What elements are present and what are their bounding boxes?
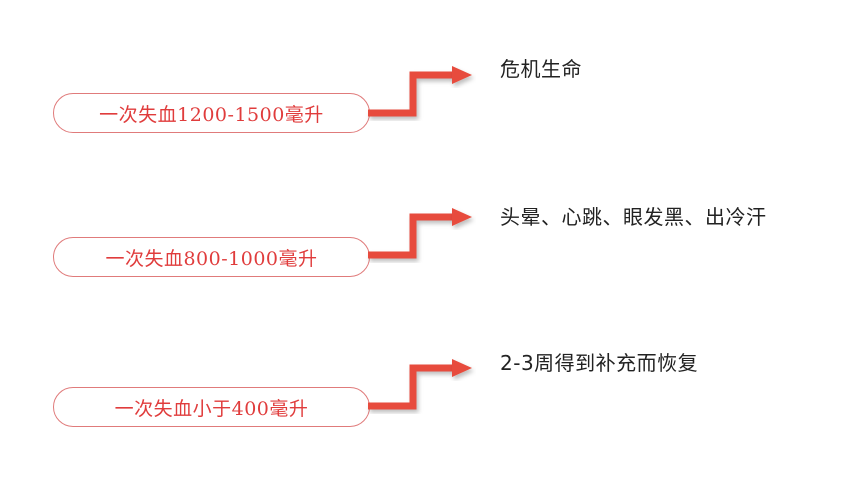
result-text-2: 头晕、心跳、眼发黑、出冷汗 [500, 205, 767, 229]
condition-pill-2: 一次失血800-1000毫升 [53, 237, 370, 277]
condition-label-1: 一次失血1200-1500毫升 [99, 103, 324, 126]
condition-label-2: 一次失血800-1000毫升 [105, 247, 318, 270]
row-3: 一次失血小于400毫升 2-3周得到补充而恢复 [0, 344, 860, 464]
arrow-icon-3 [368, 359, 472, 410]
row-2: 一次失血800-1000毫升 头晕、心跳、眼发黑、出冷汗 [0, 194, 860, 314]
condition-label-3: 一次失血小于400毫升 [114, 397, 309, 420]
condition-pill-3: 一次失血小于400毫升 [53, 387, 370, 427]
row-1: 一次失血1200-1500毫升 危机生命 [0, 50, 860, 170]
arrow-icon-1 [368, 66, 472, 117]
arrow-icon-2 [368, 208, 472, 259]
condition-pill-1: 一次失血1200-1500毫升 [53, 93, 370, 133]
result-text-3: 2-3周得到补充而恢复 [500, 351, 699, 375]
result-text-1: 危机生命 [500, 57, 582, 81]
